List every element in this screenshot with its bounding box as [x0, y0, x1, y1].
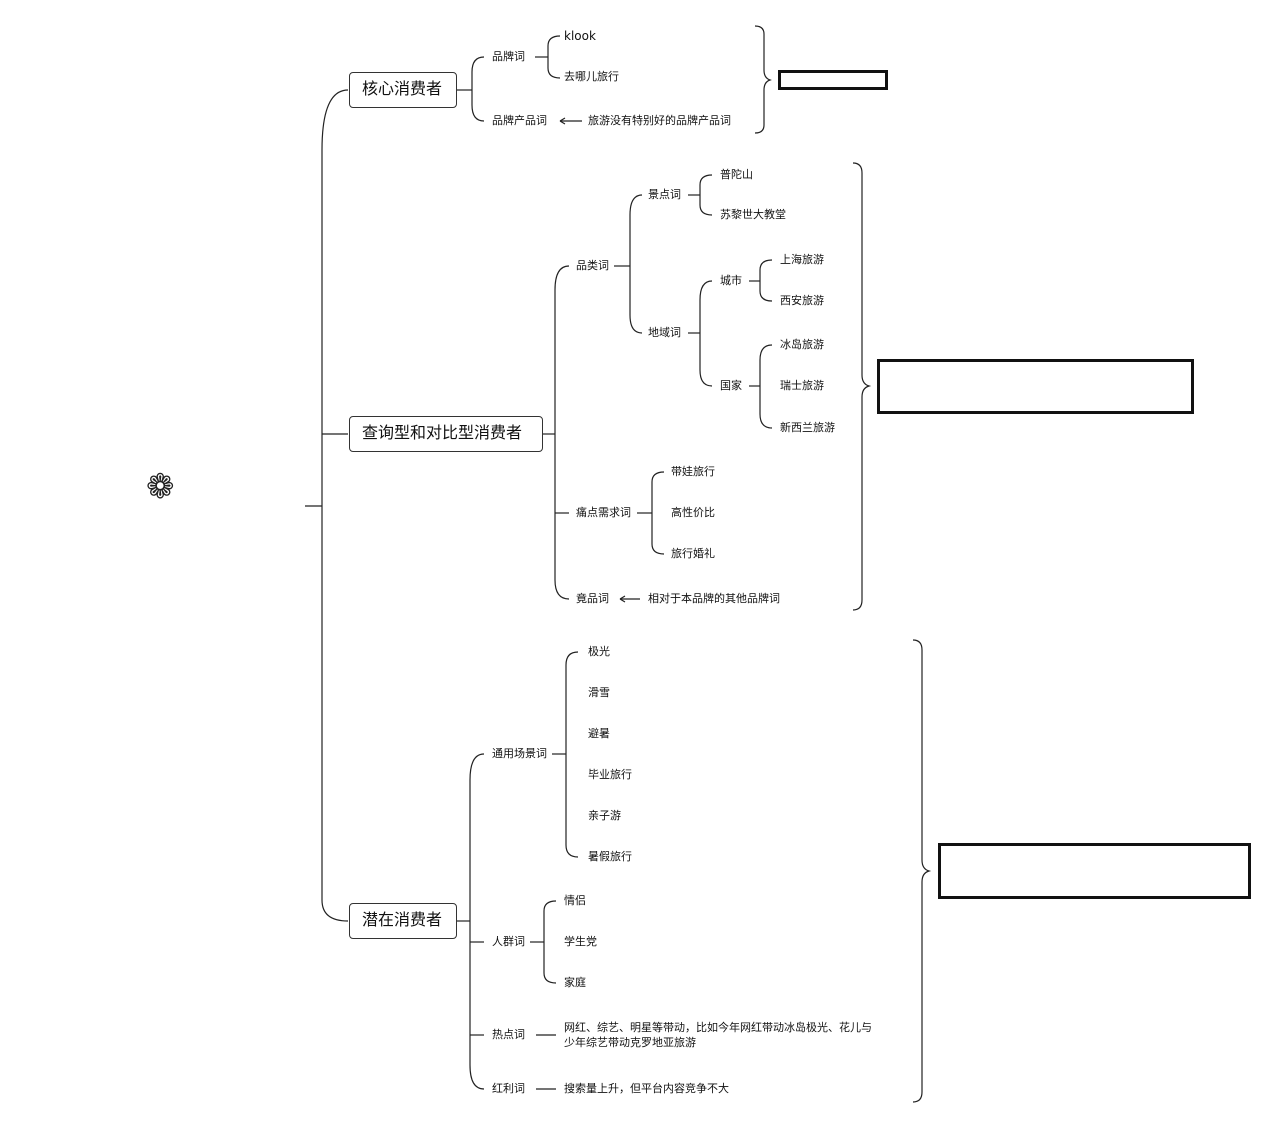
city-node[interactable]: 城市 — [720, 274, 742, 287]
bonus-word-node[interactable]: 红利词 — [492, 1082, 525, 1095]
brand-product-desc[interactable]: 旅游没有特别好的品牌产品词 — [588, 114, 731, 127]
brand-item-1[interactable]: 去哪儿旅行 — [564, 70, 619, 83]
country-item-0[interactable]: 冰岛旅游 — [780, 338, 824, 351]
brand-word-node[interactable]: 品牌词 — [492, 50, 525, 63]
competitor-word-node[interactable]: 竟品词 — [576, 592, 609, 605]
pain-item-2[interactable]: 旅行婚礼 — [671, 547, 715, 560]
city-item-0[interactable]: 上海旅游 — [780, 253, 824, 266]
country-item-1[interactable]: 瑞士旅游 — [780, 379, 824, 392]
hot-desc-line-0[interactable]: 网红、综艺、明星等带动，比如今年网红带动冰岛极光、花儿与 — [564, 1021, 872, 1034]
city-item-1[interactable]: 西安旅游 — [780, 294, 824, 307]
brand-product-node[interactable]: 品牌产品词 — [492, 114, 547, 127]
scene-item-3[interactable]: 毕业旅行 — [588, 768, 632, 781]
hot-word-node[interactable]: 热点词 — [492, 1028, 525, 1041]
pain-item-0[interactable]: 带娃旅行 — [671, 465, 715, 478]
scene-item-2[interactable]: 避暑 — [588, 727, 610, 740]
scene-item-0[interactable]: 极光 — [588, 645, 610, 658]
crowd-item-1[interactable]: 学生党 — [564, 935, 597, 948]
category-word-node[interactable]: 品类词 — [576, 259, 609, 272]
hot-desc-line-1[interactable]: 少年综艺带动克罗地亚旅游 — [564, 1036, 696, 1049]
potential-note — [938, 843, 1251, 899]
scene-item-4[interactable]: 亲子游 — [588, 809, 621, 822]
scenic-word-node[interactable]: 景点词 — [648, 188, 681, 201]
query-consumer-node[interactable]: 查询型和对比型消费者 — [349, 416, 543, 452]
scene-word-node[interactable]: 通用场景词 — [492, 747, 547, 760]
country-item-2[interactable]: 新西兰旅游 — [780, 421, 835, 434]
crowd-item-2[interactable]: 家庭 — [564, 976, 586, 989]
potential-consumer-node[interactable]: 潜在消费者 — [349, 903, 457, 939]
country-node[interactable]: 国家 — [720, 379, 742, 392]
flower-icon: ❁ — [146, 467, 175, 507]
query-note — [877, 359, 1194, 414]
brand-item-0[interactable]: klook — [564, 29, 596, 43]
crowd-item-0[interactable]: 情侣 — [564, 894, 586, 907]
region-word-node[interactable]: 地域词 — [648, 326, 681, 339]
scenic-item-1[interactable]: 苏黎世大教堂 — [720, 208, 786, 221]
scene-item-5[interactable]: 暑假旅行 — [588, 850, 632, 863]
bonus-desc[interactable]: 搜索量上升，但平台内容竞争不大 — [564, 1082, 729, 1095]
crowd-word-node[interactable]: 人群词 — [492, 935, 525, 948]
pain-item-1[interactable]: 高性价比 — [671, 506, 715, 519]
competitor-desc[interactable]: 相对于本品牌的其他品牌词 — [648, 592, 780, 605]
pain-word-node[interactable]: 痛点需求词 — [576, 506, 631, 519]
scenic-item-0[interactable]: 普陀山 — [720, 168, 753, 181]
core-note — [778, 70, 888, 90]
scene-item-1[interactable]: 滑雪 — [588, 686, 610, 699]
core-consumer-node[interactable]: 核心消费者 — [349, 72, 457, 108]
